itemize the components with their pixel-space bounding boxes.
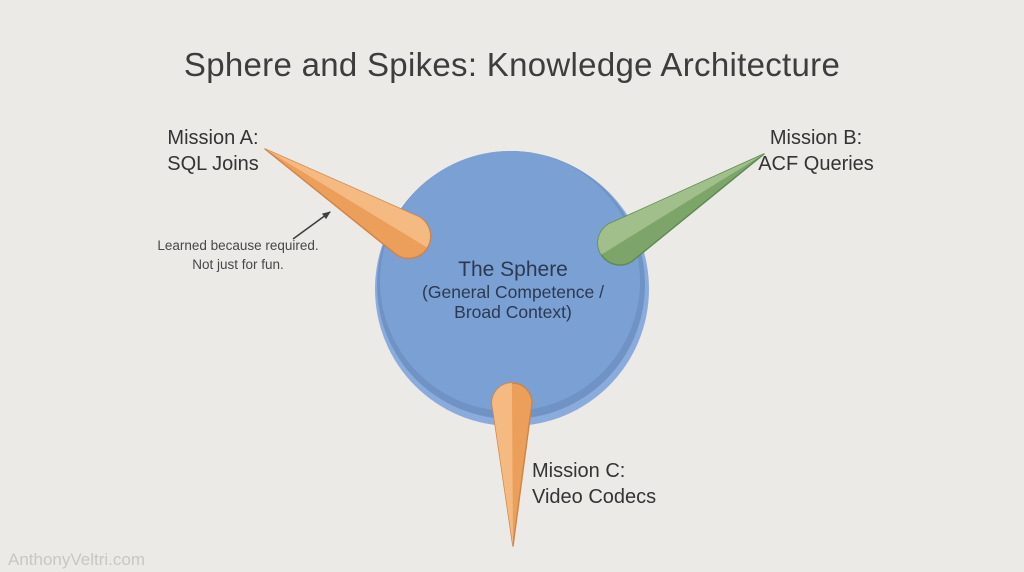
- mission-c-line2: Video Codecs: [532, 486, 657, 508]
- spike-mission-c: [491, 382, 533, 547]
- watermark: AnthonyVeltri.com: [8, 550, 146, 569]
- sphere-label-subtitle-line2: Broad Context): [454, 302, 572, 322]
- annotation-arrow: [292, 211, 331, 240]
- mission-c-line1: Mission C:: [532, 460, 626, 482]
- mission-a-line2: SQL Joins: [167, 153, 259, 175]
- mission-a-line1: Mission A:: [167, 127, 259, 149]
- spike-mission-a-body: [264, 148, 432, 260]
- annotation-line2: Not just for fun.: [192, 257, 284, 272]
- spike-mission-b-highlight: [597, 154, 764, 255]
- sphere-body: [380, 151, 640, 411]
- sphere-label-title: The Sphere: [458, 258, 568, 281]
- sphere-label-subtitle-line1: (General Competence /: [422, 282, 604, 302]
- spike-mission-c-highlight: [491, 383, 513, 546]
- slide-title: Sphere and Spikes: Knowledge Architectur…: [183, 46, 841, 83]
- spike-mission-b: [597, 153, 765, 266]
- mission-b-label: Mission B: ACF Queries: [758, 125, 874, 177]
- mission-c-label: Mission C: Video Codecs: [532, 458, 656, 510]
- mission-a-label: Mission A: SQL Joins: [167, 125, 259, 177]
- annotation-line1: Learned because required.: [157, 238, 319, 253]
- spike-mission-a-highlight: [265, 149, 430, 248]
- annotation-note: Learned because required. Not just for f…: [157, 236, 318, 274]
- sphere-graphic: [375, 151, 649, 426]
- mission-b-line1: Mission B:: [769, 127, 863, 149]
- spike-mission-a: [264, 148, 432, 260]
- mission-b-line2: ACF Queries: [758, 153, 874, 175]
- sphere-label: The Sphere (General Competence / Broad C…: [422, 257, 604, 322]
